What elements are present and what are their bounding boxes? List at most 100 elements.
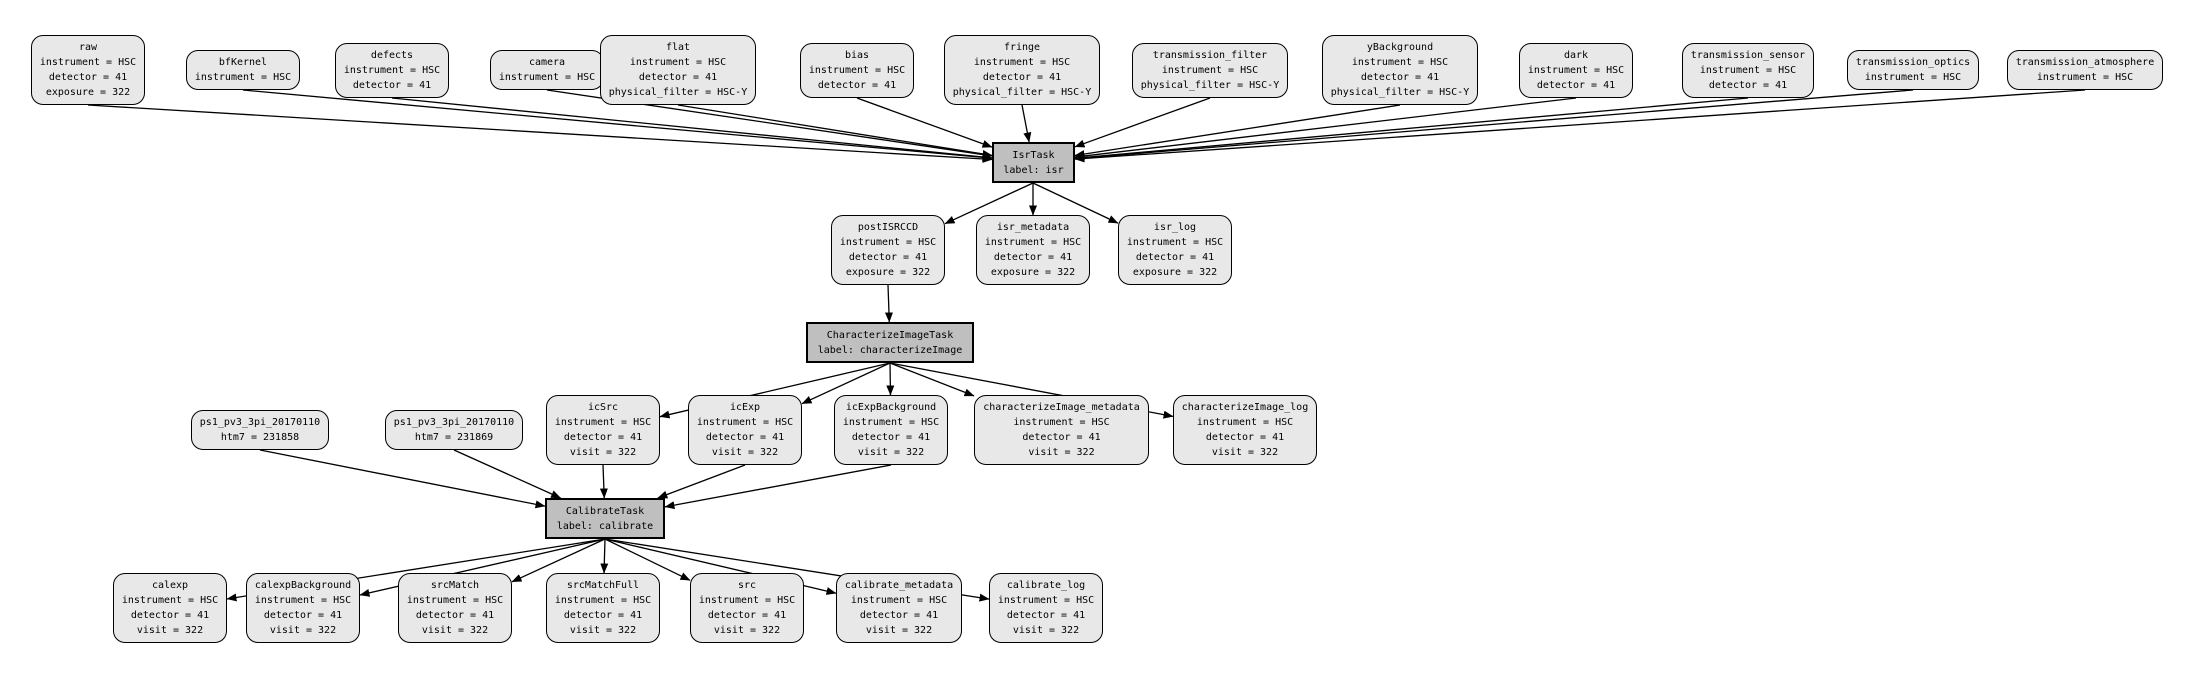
node-label-line: label: isr xyxy=(1003,164,1064,176)
node-label-line: detector = 41 xyxy=(707,610,787,621)
node-label-line: physical_filter = HSC-Y xyxy=(608,87,748,98)
node-label-line: calibrate_log xyxy=(1006,580,1086,591)
node-label-line: instrument = HSC xyxy=(1527,65,1625,76)
node-label-line: detector = 41 xyxy=(859,610,939,621)
node-label-line: ps1_pv3_3pi_20170110 xyxy=(199,417,321,428)
edge-defects-to-isr_task xyxy=(391,97,993,161)
edge-raw-to-isr_task xyxy=(87,104,993,163)
node-label-line: postISRCCD xyxy=(857,222,919,233)
dataset-node-icExpBackground: icExpBackground instrument = HSC detector … xyxy=(834,395,948,465)
node-label-line: detector = 41 xyxy=(848,252,928,263)
node-label-line: detector = 41 xyxy=(993,252,1073,263)
edge-calibrate_task-to-srcMatchFull xyxy=(600,538,609,574)
node-label-line: visit = 322 xyxy=(269,625,337,636)
edge-transmission_sensor-to-isr_task xyxy=(1074,97,1749,162)
node-label-line: instrument = HSC xyxy=(973,57,1071,68)
node-label-line: visit = 322 xyxy=(569,625,637,636)
edge-ps1_htm7_231869-to-calibrate_task xyxy=(453,449,562,499)
node-label-line: physical_filter = HSC-Y xyxy=(1330,87,1470,98)
edge-icExp-to-calibrate_task xyxy=(657,464,746,499)
node-label-line: instrument = HSC xyxy=(698,595,796,606)
node-label-line: exposure = 322 xyxy=(845,267,931,278)
node-label-line: yBackground xyxy=(1366,42,1434,53)
node-label-line: raw xyxy=(78,42,98,53)
node-label-line: instrument = HSC xyxy=(1126,237,1224,248)
node-label-line: instrument = HSC xyxy=(850,595,948,606)
node-label-line: visit = 322 xyxy=(1012,625,1080,636)
node-label-line: htm7 = 231869 xyxy=(414,432,494,443)
node-label-line: visit = 322 xyxy=(711,447,779,458)
node-label-line: detector = 41 xyxy=(982,72,1062,83)
dataset-node-postISRCCD: postISRCCD instrument = HSC detector = 41 e… xyxy=(831,215,945,285)
node-label-line: exposure = 322 xyxy=(990,267,1076,278)
node-label-line: visit = 322 xyxy=(136,625,204,636)
node-label-line: icExp xyxy=(729,402,761,413)
node-label-line: bias xyxy=(844,50,870,61)
node-label-line: CalibrateTask xyxy=(565,505,645,517)
task-node-isr_task: IsrTask label: isr xyxy=(992,142,1075,183)
edge-postISRCCD-to-characterizeImage_task xyxy=(884,284,893,323)
node-label-line: instrument = HSC xyxy=(696,417,794,428)
node-label-line: detector = 41 xyxy=(1536,80,1616,91)
node-label-line: detector = 41 xyxy=(1006,610,1086,621)
node-label-line: icSrc xyxy=(587,402,619,413)
node-label-line: calexp xyxy=(151,580,189,591)
edge-bias-to-isr_task xyxy=(856,97,993,148)
edge-yBackground-to-isr_task xyxy=(1074,104,1401,158)
node-label-line: IsrTask xyxy=(1012,149,1055,161)
node-label-line: instrument = HSC xyxy=(629,57,727,68)
node-label-line: icExpBackground xyxy=(845,402,937,413)
node-label-line: srcMatchFull xyxy=(566,580,640,591)
node-label-line: detector = 41 xyxy=(352,80,432,91)
dataset-node-camera: camera instrument = HSC xyxy=(490,50,604,90)
node-label-line: instrument = HSC xyxy=(498,72,596,83)
edge-dark-to-isr_task xyxy=(1074,97,1577,160)
node-label-line: detector = 41 xyxy=(563,610,643,621)
edge-transmission_filter-to-isr_task xyxy=(1074,97,1211,148)
node-label-line: visit = 322 xyxy=(865,625,933,636)
node-label-line: detector = 41 xyxy=(638,72,718,83)
node-label-line: instrument = HSC xyxy=(1196,417,1294,428)
node-label-line: instrument = HSC xyxy=(1351,57,1449,68)
edge-transmission_atmosphere-to-isr_task xyxy=(1074,89,2086,163)
node-label-line: detector = 41 xyxy=(415,610,495,621)
node-label-line: detector = 41 xyxy=(563,432,643,443)
node-label-line: detector = 41 xyxy=(1708,80,1788,91)
dataset-node-transmission_atmosphere: transmission_atmosphere instrument = HSC xyxy=(2007,50,2163,90)
node-label-line: detector = 41 xyxy=(817,80,897,91)
edge-fringe-to-isr_task xyxy=(1021,104,1032,143)
node-label-line: instrument = HSC xyxy=(842,417,940,428)
node-label-line: dark xyxy=(1563,50,1589,61)
node-label-line: camera xyxy=(528,57,566,68)
node-label-line: instrument = HSC xyxy=(839,237,937,248)
node-label-line: instrument = HSC xyxy=(1013,417,1110,428)
node-label-line: label: characterizeImage xyxy=(817,344,963,356)
node-label-line: transmission_atmosphere xyxy=(2015,57,2155,68)
node-label-line: fringe xyxy=(1003,42,1041,53)
node-label-line: detector = 41 xyxy=(851,432,931,443)
node-label-line: instrument = HSC xyxy=(2036,72,2134,83)
node-label-line: isr_log xyxy=(1153,222,1197,233)
node-label-line: visit = 322 xyxy=(713,625,781,636)
node-label-line: ps1_pv3_3pi_20170110 xyxy=(393,417,515,428)
node-label-line: CharacterizeImageTask xyxy=(826,329,954,341)
node-label-line: detector = 41 xyxy=(263,610,343,621)
node-label-line: instrument = HSC xyxy=(194,72,292,83)
